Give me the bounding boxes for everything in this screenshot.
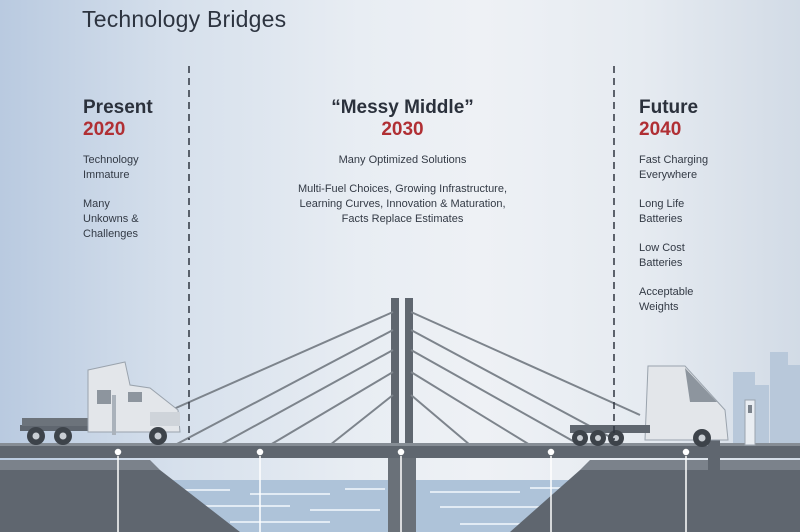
future-item-1: Fast Charging Everywhere <box>639 154 709 181</box>
deck-marker-lines <box>117 456 687 532</box>
present-heading: Present <box>83 97 153 118</box>
page-title: Technology Bridges <box>82 6 287 32</box>
middle-line-4: Facts Replace Estimates <box>341 213 464 225</box>
future-item-3: Low Cost Batteries <box>639 242 685 269</box>
future-column: Future 2040 Fast Charging Everywhere Lon… <box>639 97 724 315</box>
city-skyline <box>733 352 800 452</box>
middle-heading: “Messy Middle” <box>331 97 474 118</box>
bridge-cables <box>159 311 641 446</box>
left-embankment <box>0 470 240 532</box>
middle-line-3: Learning Curves, Innovation & Maturation… <box>299 198 506 210</box>
present-column: Present 2020 Technology Immature Many Un… <box>83 97 163 242</box>
present-truck <box>20 361 181 445</box>
future-year: 2040 <box>639 119 682 140</box>
future-item-4: Acceptable Weights <box>639 286 694 313</box>
future-heading: Future <box>639 97 699 118</box>
future-truck <box>570 365 729 447</box>
present-year: 2020 <box>83 119 126 140</box>
middle-year: 2030 <box>381 119 424 140</box>
column-dividers <box>188 66 615 440</box>
right-embankment <box>510 470 800 532</box>
present-item-2: Many Unkowns & Challenges <box>83 198 139 240</box>
middle-column: “Messy Middle” 2030 Many Optimized Solut… <box>250 97 555 227</box>
middle-line-2: Multi-Fuel Choices, Growing Infrastructu… <box>297 183 508 195</box>
present-item-1: Technology Immature <box>83 154 139 181</box>
middle-line-1: Many Optimized Solutions <box>338 154 467 166</box>
bridge-pylon <box>391 298 399 532</box>
future-item-2: Long Life Batteries <box>639 198 685 225</box>
